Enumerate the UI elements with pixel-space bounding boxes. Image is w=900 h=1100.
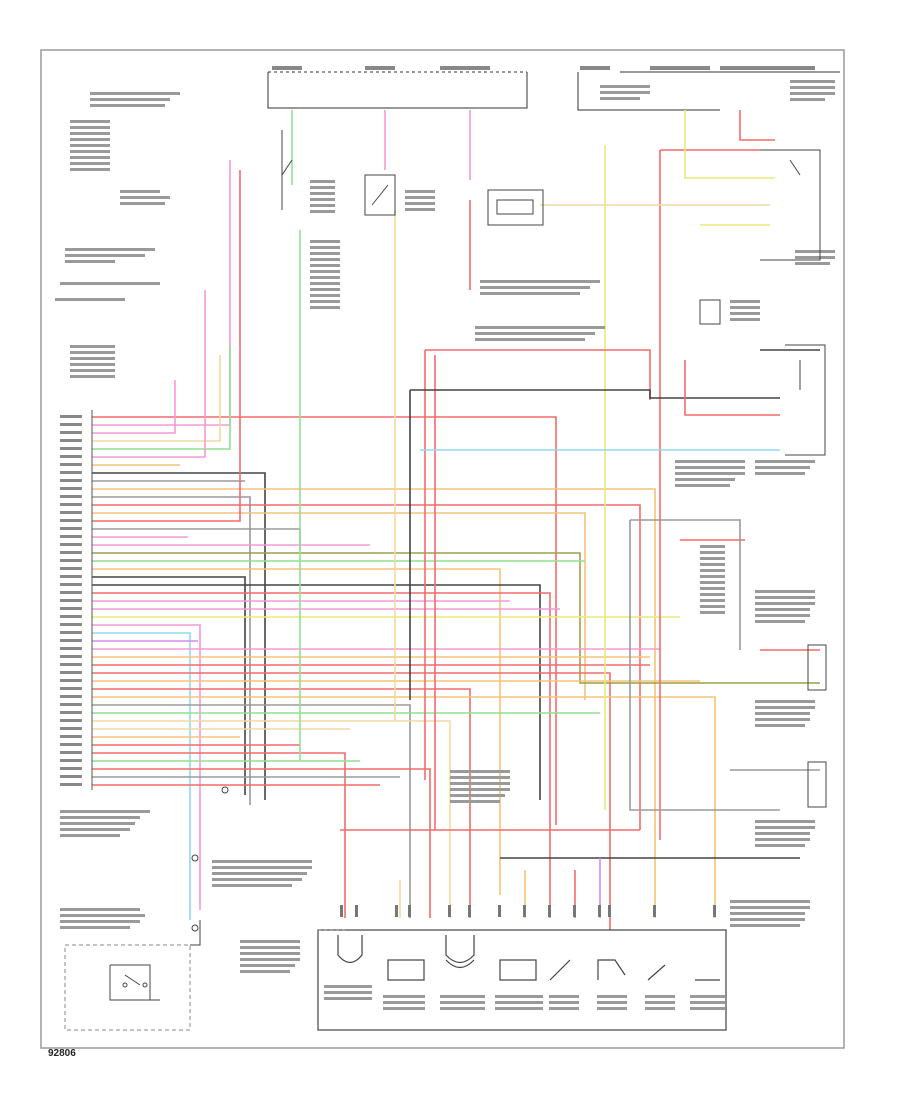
diagram-border bbox=[40, 49, 845, 1049]
solenoid-connector-terminals bbox=[340, 905, 716, 917]
fuse-labels bbox=[272, 66, 815, 70]
wire-harness bbox=[92, 160, 820, 930]
power-distribution-bus bbox=[267, 71, 840, 111]
solenoid-labels bbox=[324, 985, 725, 1010]
component-labels bbox=[55, 80, 835, 973]
pcm-connector-pins bbox=[60, 410, 93, 790]
lower-left-switch-circuit bbox=[64, 920, 201, 1031]
transmission-solenoid-block bbox=[317, 929, 727, 1031]
switch-symbols bbox=[191, 130, 827, 932]
figure-code: 92806 bbox=[48, 1048, 76, 1059]
